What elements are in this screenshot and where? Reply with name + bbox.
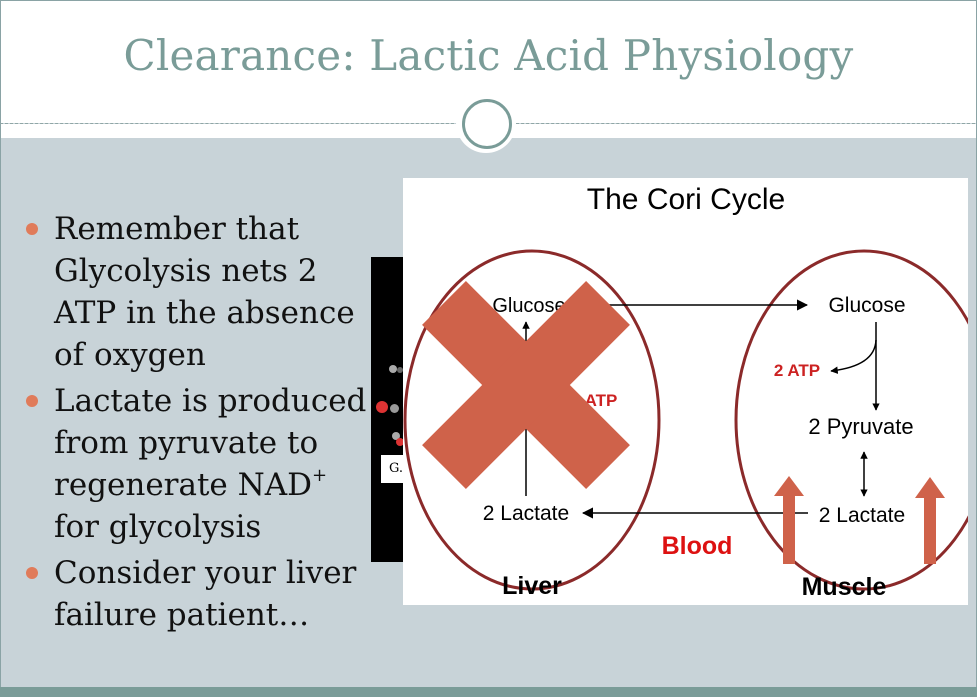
muscle-circle [734,249,968,591]
bullet-item: Lactate is produced from pyruvate to reg… [22,380,372,548]
muscle-pyruvate-label: 2 Pyruvate [808,414,913,439]
diagram-title: The Cori Cycle [587,183,785,216]
liver-label: Liver [502,572,562,600]
liver-glucose-label: Glucose [492,295,565,317]
liver-circle [403,249,661,591]
bullet-dot-icon [26,395,38,407]
cori-cycle-svg: The Cori Cycle Glucose Glucose ATP 2 ATP… [403,183,968,601]
molecule-icon [392,432,400,440]
cross-out-icon [422,281,630,489]
atp-branch-arrow [830,339,877,374]
molecule-icon [390,404,399,413]
molecule-icon [397,367,403,373]
cori-cycle-diagram: The Cori Cycle Glucose Glucose ATP 2 ATP… [403,178,968,605]
up-arrow-icon [915,477,945,564]
decorative-ring-icon [456,93,516,153]
liver-atp-label: ATP [585,391,618,410]
slide-title: Clearance: Lactic Acid Physiology [123,31,854,80]
blood-label: Blood [662,532,733,560]
up-arrow-icon [774,476,804,564]
muscle-atp-label: 2 ATP [774,361,820,380]
liver-lactate-label: 2 Lactate [483,502,569,525]
bullet-dot-icon [26,223,38,235]
muscle-label: Muscle [802,573,887,601]
bullet-list: Remember that Glycolysis nets 2 ATP in t… [22,208,372,640]
bullet-item: Remember that Glycolysis nets 2 ATP in t… [22,208,372,376]
muscle-glucose-label: Glucose [828,294,905,317]
molecule-icon [396,438,404,446]
bullet-item: Consider your liver failure patient… [22,552,372,636]
muscle-lactate-label: 2 Lactate [819,504,905,527]
molecule-icon [389,365,397,373]
molecule-icon [376,401,388,413]
footer-bar [0,687,977,697]
inset-label: G. [381,455,405,483]
bullet-dot-icon [26,567,38,579]
